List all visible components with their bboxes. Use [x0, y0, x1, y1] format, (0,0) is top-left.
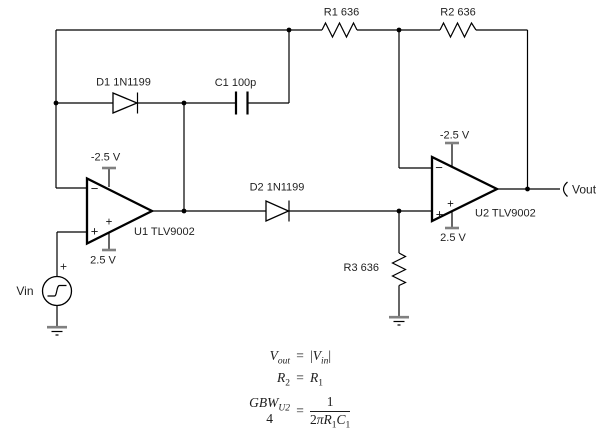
port-arc-icon: [562, 181, 568, 197]
resistor-r2[interactable]: R2 636: [439, 7, 477, 39]
ground-symbol[interactable]: [389, 315, 409, 326]
junction-dot: [181, 208, 187, 214]
vout-label: Vout: [572, 183, 597, 197]
resistor-label: R2 636: [440, 7, 475, 19]
resistor-label: R3 636: [344, 262, 379, 274]
output-port-vout[interactable]: Vout: [562, 181, 597, 197]
equation-r2-r1: R2 = R1: [228, 369, 438, 389]
ground-symbol[interactable]: [47, 325, 67, 336]
equation-lhs: Vout: [269, 348, 290, 367]
resistor-zigzag: [439, 21, 477, 39]
voltage-source-vin[interactable]: + Vin: [16, 260, 73, 307]
junction-dot: [525, 186, 530, 192]
capacitor-c1[interactable]: C1 100p: [215, 77, 257, 115]
opamp-label: U1 TLV9002: [134, 226, 195, 238]
equals-sign: =: [296, 370, 304, 385]
vin-label: Vin: [16, 284, 33, 298]
pos-supply-label: 2.5 V: [440, 232, 466, 244]
resistor-r3[interactable]: R3 636: [344, 252, 407, 287]
noninverting-input-icon: +: [91, 224, 99, 239]
equals-sign: =: [296, 348, 304, 363]
positive-supply-icon: +: [106, 217, 113, 229]
junction-dot: [396, 208, 402, 214]
equals-sign: =: [296, 403, 304, 419]
junction-dot: [53, 100, 59, 106]
junction-dot: [286, 27, 292, 33]
inverting-input-icon: −: [435, 160, 443, 175]
equation-gbw: GBWU2 4 = 1 2πR1C1: [228, 394, 438, 431]
opamp-triangle: [430, 155, 500, 223]
rc-fraction: 1 2πR1C1: [310, 394, 351, 431]
opamp-u2[interactable]: − + + -2.5 V 2.5 V U2 TLV9002: [430, 130, 536, 245]
resistor-r1[interactable]: R1 636: [321, 7, 359, 39]
diode-d2[interactable]: D2 1N1199: [250, 182, 305, 223]
opamp-triangle: [85, 176, 155, 246]
opamp-label: U2 TLV9002: [475, 208, 536, 220]
inverting-input-icon: −: [91, 181, 99, 196]
equation-vout-abs: Vout = |Vin|: [228, 347, 438, 367]
equation-rhs: |Vin|: [310, 348, 332, 367]
source-polarity: +: [60, 260, 67, 274]
design-equations: Vout = |Vin| R2 = R1 GBWU2 4 = 1 2πR1C1: [228, 347, 438, 433]
resistor-label: R1 636: [324, 7, 359, 19]
equation-rhs: R1: [310, 370, 323, 389]
diode-label: D2 1N1199: [250, 182, 305, 194]
resistor-zigzag: [391, 252, 407, 287]
wires: [55, 29, 560, 326]
diode-label: D1 1N1199: [96, 77, 151, 89]
junction-dots: [53, 27, 530, 214]
noninverting-input-icon: +: [436, 207, 444, 222]
capacitor-label: C1 100p: [215, 77, 257, 89]
equation-rhs: 1 2πR1C1: [310, 394, 351, 431]
junction-dot: [181, 100, 187, 106]
equation-lhs: R2: [277, 370, 290, 389]
step-waveform-icon: [47, 284, 67, 297]
junction-dot: [396, 27, 402, 33]
neg-supply-label: -2.5 V: [440, 130, 470, 142]
diode-d1[interactable]: D1 1N1199: [96, 77, 151, 114]
pos-supply-label: 2.5 V: [90, 255, 116, 267]
opamp-u1[interactable]: − + + -2.5 V 2.5 V U1 TLV9002: [85, 152, 195, 267]
neg-supply-label: -2.5 V: [91, 152, 121, 164]
diode-triangle: [112, 92, 139, 114]
resistor-zigzag: [321, 21, 358, 39]
positive-supply-icon: +: [447, 199, 454, 211]
equation-lhs: GBWU2 4: [228, 395, 290, 429]
schematic-canvas: R1 636 R2 636 D1 1N1199 C1 100p − + + -2…: [16, 7, 597, 336]
diode-triangle: [265, 199, 291, 223]
gbw-fraction: GBWU2 4: [249, 394, 290, 427]
